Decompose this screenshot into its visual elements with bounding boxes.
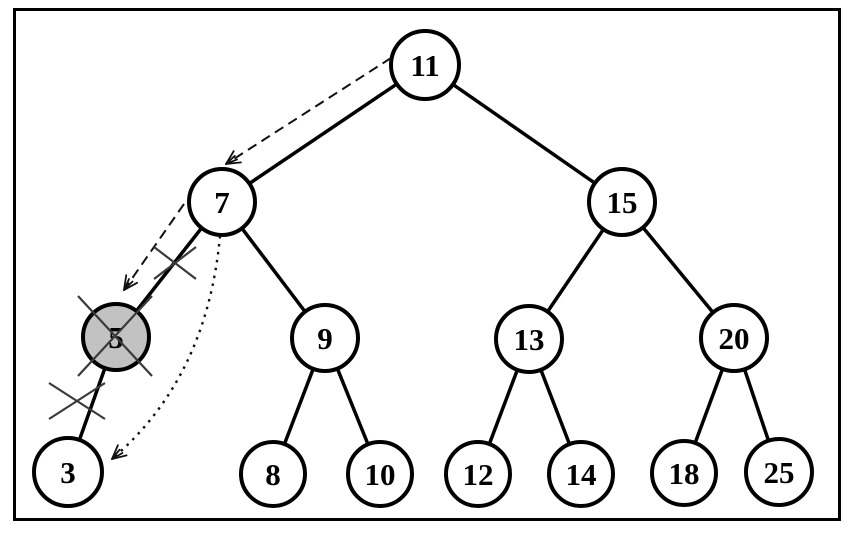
node-circle — [32, 436, 104, 508]
tree-edge-11-7 — [221, 63, 426, 204]
node-circle — [494, 304, 564, 374]
node-value-label: 8 — [265, 457, 281, 492]
tree-node-7: 7 — [187, 167, 257, 237]
tree-node-13: 13 — [494, 304, 564, 374]
arrowhead-barb — [225, 161, 242, 165]
node-circle — [444, 440, 512, 508]
tree-node-15: 15 — [587, 167, 657, 237]
tree-node-11: 11 — [389, 29, 461, 101]
search-arrow-7-to-5-head — [123, 274, 139, 291]
figure-border — [13, 8, 841, 521]
search-arrow-11-to-7-head — [225, 150, 242, 165]
tree-node-3: 3 — [32, 436, 104, 508]
node-value-label: 25 — [764, 455, 795, 490]
tree-node-9: 9 — [290, 303, 360, 373]
node-circle — [699, 303, 769, 373]
node-circle — [744, 437, 814, 507]
node-value-label: 3 — [60, 455, 76, 490]
x-mark-stroke — [77, 295, 153, 377]
search-arrow-11-to-7 — [225, 57, 392, 165]
tree-node-8: 8 — [239, 440, 307, 508]
tree-node-20: 20 — [699, 303, 769, 373]
node-circle — [650, 439, 718, 507]
arrowhead-barb — [111, 454, 128, 460]
node-value-label: 20 — [719, 321, 750, 356]
node-value-label: 11 — [410, 48, 439, 83]
arrowhead-barb — [123, 281, 139, 291]
relink-arrow-7-to-3-head — [111, 444, 128, 460]
tree-node-18: 18 — [650, 439, 718, 507]
node-circle — [290, 303, 360, 373]
tree-node-14: 14 — [547, 440, 615, 508]
node-circle — [547, 440, 615, 508]
node-circle — [187, 167, 257, 237]
node-circle — [587, 167, 657, 237]
node-value-label: 15 — [607, 185, 638, 220]
node-value-label: 10 — [365, 457, 396, 492]
cut-mark-edge-5-3 — [48, 382, 106, 420]
node-value-label: 9 — [317, 321, 333, 356]
tree-edge-11-15 — [424, 63, 623, 204]
tree-node-25: 25 — [744, 437, 814, 507]
node-circle — [389, 29, 461, 101]
node-value-label: 12 — [463, 457, 494, 492]
node-circle — [239, 440, 307, 508]
node-circle — [346, 440, 414, 508]
node-value-label: 7 — [214, 185, 230, 220]
tree-node-10: 10 — [346, 440, 414, 508]
cut-mark-edge-7-5 — [153, 246, 197, 280]
x-mark-stroke — [48, 382, 106, 420]
node-value-label: 14 — [566, 457, 597, 492]
node-value-label: 13 — [514, 322, 545, 357]
x-mark-stroke — [153, 246, 197, 280]
cut-mark-node-5 — [77, 295, 153, 377]
node-value-label: 18 — [669, 456, 700, 491]
tree-node-12: 12 — [444, 440, 512, 508]
